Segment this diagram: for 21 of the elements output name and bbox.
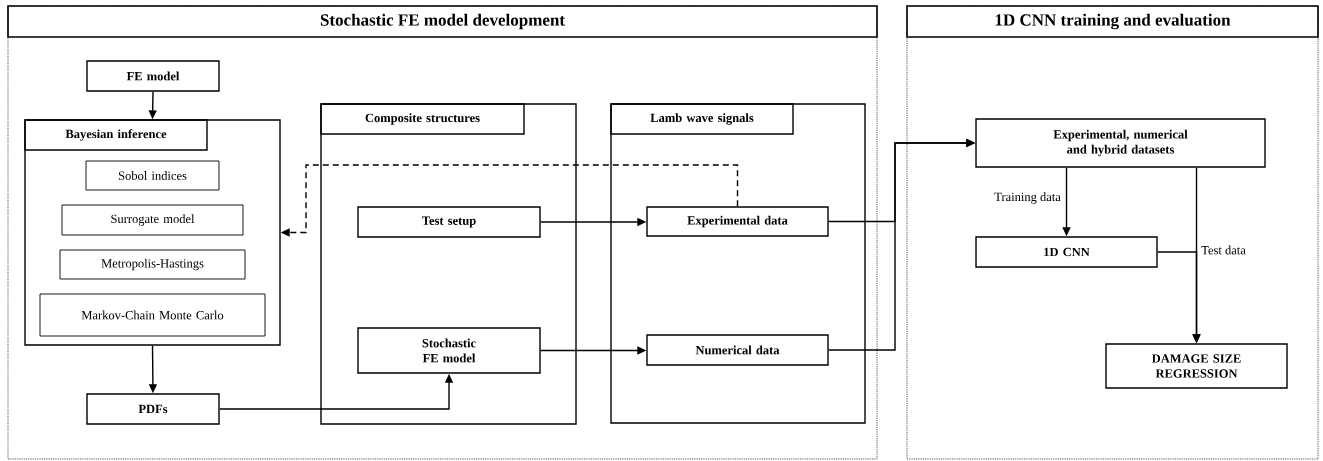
group-box (24, 119, 281, 346)
edge-label: Test data (1200, 244, 1247, 256)
edge-label: Training data (993, 191, 1062, 205)
process-box: Stochastic FE model (357, 327, 541, 374)
process-box: 1D CNN (975, 236, 1158, 268)
heading-box: Composite structures (320, 103, 525, 135)
process-box: Metropolis-Hastings (59, 249, 246, 280)
process-box: Test setup (357, 206, 541, 238)
heading-box: Bayesian inference (24, 119, 208, 151)
process-box: Markov-Chain Monte Carlo (39, 293, 266, 337)
process-box: Experimental, numerical and hybrid datasets (975, 118, 1266, 168)
process-box: DAMAGE SIZE REGRESSION (1105, 343, 1288, 389)
process-box: FE model (86, 60, 220, 92)
group-box (610, 103, 866, 424)
process-box: Experimental data (646, 206, 829, 237)
process-box: Numerical data (646, 334, 829, 366)
process-box: Sobol indices (85, 160, 220, 191)
group-box (320, 103, 577, 425)
process-box: Surrogate model (61, 204, 244, 236)
heading-box: Lamb wave signals (610, 103, 794, 135)
process-box: PDFs (86, 393, 220, 425)
